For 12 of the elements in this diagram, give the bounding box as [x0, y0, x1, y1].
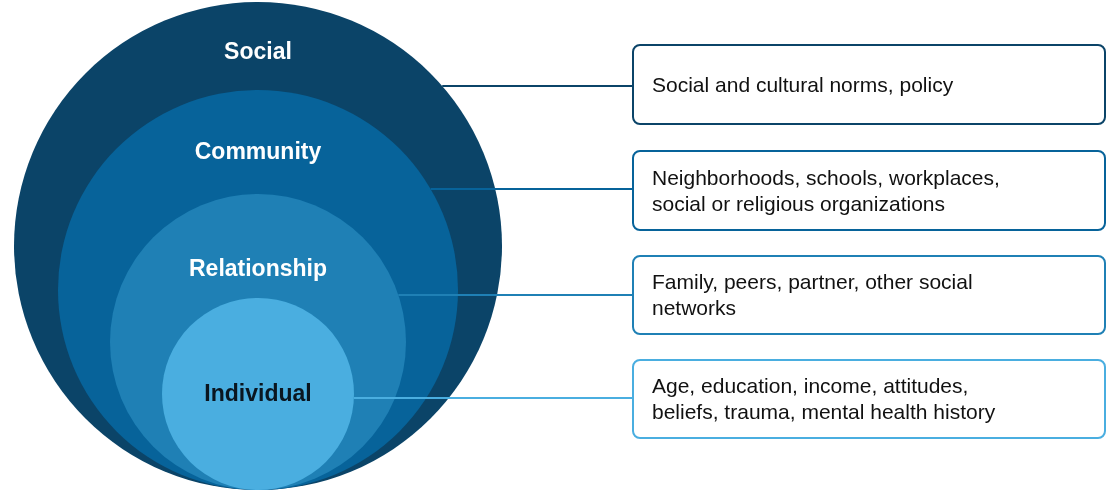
level-label: Community — [194, 138, 322, 165]
leader-line — [429, 188, 633, 190]
level-label: Individual — [204, 380, 312, 407]
leader-line — [397, 294, 633, 296]
leader-line — [441, 85, 633, 87]
leader-line — [352, 397, 633, 399]
description-box: Age, education, income, attitudes, beliefs, trauma, mental health history — [632, 359, 1106, 439]
description-box: Family, peers, partner, other social networks — [632, 255, 1106, 335]
level-label: Relationship — [189, 255, 327, 282]
level-label: Social — [224, 38, 292, 65]
description-box: Social and cultural norms, policy — [632, 44, 1106, 125]
description-box: Neighborhoods, schools, workplaces, social or religious organizations — [632, 150, 1106, 231]
